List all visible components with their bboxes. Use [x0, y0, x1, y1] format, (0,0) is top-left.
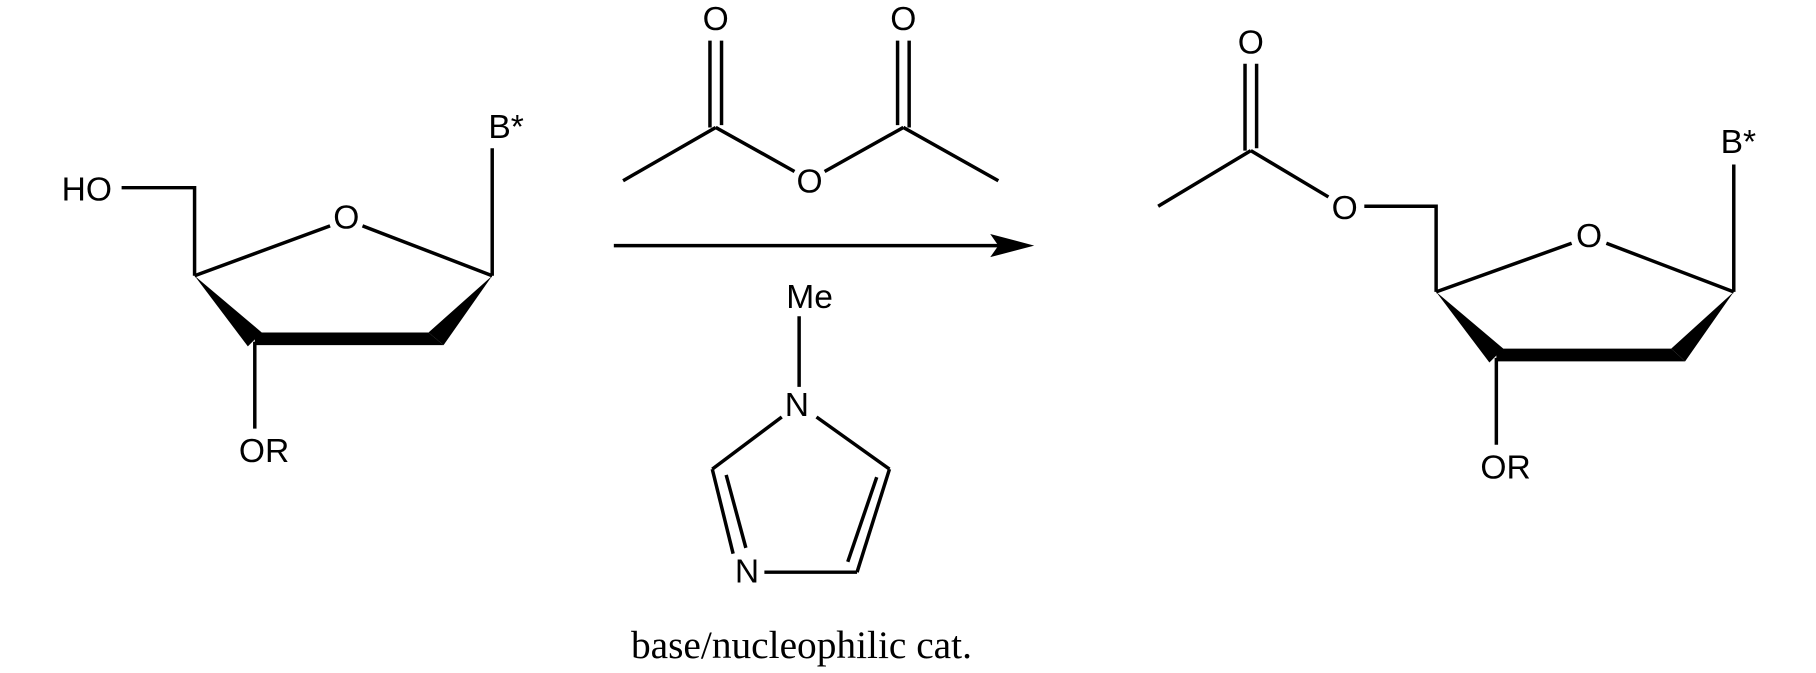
bond	[855, 468, 892, 573]
bond	[1249, 149, 1330, 199]
bond	[714, 125, 796, 173]
anhydride-o2-label: O	[890, 1, 916, 38]
anhydride-o1-label: O	[703, 1, 729, 38]
reaction-arrow	[613, 234, 1035, 258]
bond	[711, 415, 783, 471]
bond	[622, 125, 717, 183]
wedge-bond	[428, 275, 493, 346]
reaction-caption: base/nucleophilic cat.	[631, 623, 972, 667]
reactant-molecule: HO O B* OR	[62, 109, 524, 470]
reactant-hydroxyl-label: HO	[62, 171, 112, 208]
bond	[823, 125, 905, 173]
n-methylimidazole: Me N N	[710, 279, 892, 591]
bond	[121, 185, 197, 276]
bond	[361, 224, 493, 278]
arrow-head-icon	[990, 234, 1035, 258]
wedge-bond	[194, 275, 262, 347]
acetic-anhydride: O O O	[622, 1, 1000, 200]
bond	[1157, 149, 1252, 208]
reactant-base-label: B*	[488, 109, 523, 146]
n3-label: N	[735, 554, 759, 591]
bold-bond	[254, 332, 444, 346]
product-carbonyl-o-label: O	[1238, 24, 1264, 61]
product-ring-oxygen-label: O	[1576, 218, 1602, 255]
anhydride-bridge-o-label: O	[796, 163, 822, 200]
bond	[846, 476, 879, 563]
product-ester-o-label: O	[1332, 190, 1358, 227]
reactant-ether-label: OR	[239, 433, 289, 470]
bond	[710, 468, 735, 555]
bond	[902, 125, 1000, 183]
reactant-ring-oxygen-label: O	[333, 199, 359, 236]
bond	[724, 474, 748, 549]
product-molecule: O O O B* OR	[1157, 24, 1756, 486]
product-ether-label: OR	[1480, 449, 1530, 486]
n1-label: N	[785, 387, 809, 424]
bond	[193, 224, 331, 278]
bold-bond	[1496, 348, 1686, 362]
bond	[1605, 241, 1735, 294]
wedge-bond	[1671, 291, 1734, 362]
bond	[1364, 204, 1438, 292]
bond	[815, 415, 891, 471]
bond	[1435, 241, 1573, 294]
wedge-bond	[1436, 291, 1504, 363]
methyl-label: Me	[786, 279, 833, 316]
product-base-label: B*	[1721, 124, 1756, 161]
